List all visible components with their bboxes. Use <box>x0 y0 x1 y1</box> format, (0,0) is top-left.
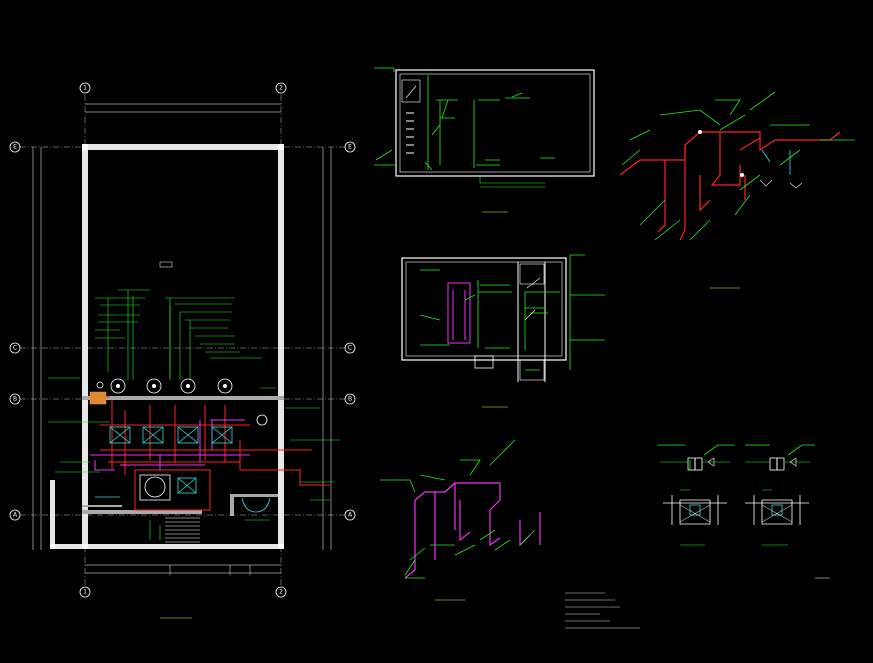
axis-label-a-right: A <box>348 512 353 519</box>
axis-label-2-bottom: 2 <box>279 589 283 596</box>
plan-pipes-magenta <box>90 419 250 471</box>
isometric-diagram-2 <box>380 439 541 601</box>
axis-label-e-left: E <box>13 144 17 151</box>
stairs <box>165 517 200 543</box>
axis-label-b-left: B <box>13 396 17 403</box>
axis-label-c-right: C <box>348 345 352 352</box>
axis-bubble-icon: 1 2 1 2 E E C C B B A A <box>9 82 356 598</box>
axis-label-a-left: A <box>13 512 18 519</box>
axis-label-c-left: C <box>13 345 17 352</box>
floor-plan: 1 2 1 2 E E C C B B A A <box>9 82 356 619</box>
axis-label-2-top: 2 <box>279 85 283 92</box>
section-1-1 <box>374 67 595 213</box>
axis-label-e-right: E <box>348 144 352 151</box>
doors <box>95 496 271 513</box>
pump-icon <box>96 378 268 426</box>
detail-1 <box>657 444 735 546</box>
building-walls <box>50 144 284 549</box>
section-2-2 <box>401 254 605 408</box>
axis-label-b-right: B <box>348 396 352 403</box>
dimension-lines <box>32 103 332 575</box>
detail-2 <box>745 444 815 546</box>
isometric-diagram-1 <box>619 91 855 289</box>
axis-label-1-bottom: 1 <box>83 589 87 596</box>
plan-annotations <box>48 289 340 540</box>
design-notes <box>565 577 830 629</box>
plan-equipment <box>89 391 233 501</box>
axis-label-1-top: 1 <box>83 85 87 92</box>
